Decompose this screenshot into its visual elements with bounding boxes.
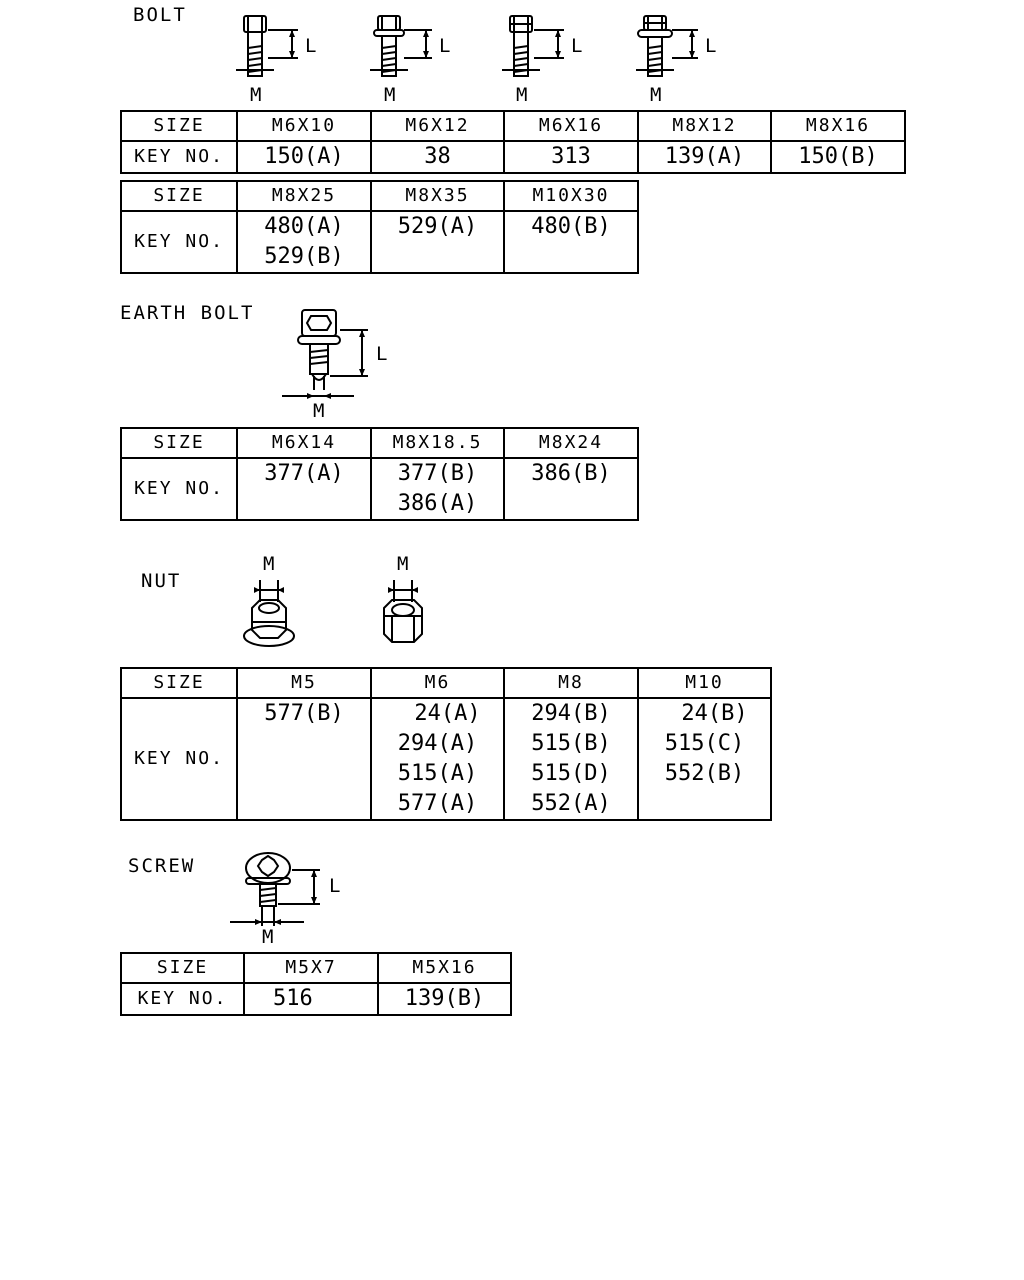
bolt-dim-m-label: M [650,84,664,106]
bolt-section-title: BOLT [133,4,187,26]
size-header: SIZE [120,180,238,212]
key-no-cell: 377(A) [236,457,372,521]
hex-nut-icon [383,580,423,643]
size-header: SIZE [120,110,238,142]
size-cell: M10 [637,667,772,699]
key-no-cell: 313 [503,140,639,174]
size-cell: M8X12 [637,110,772,142]
key-no-cell: 377(B) 386(A) [370,457,505,521]
screw-size-table: SIZE M5X7 M5X16 KEY NO. 516 139(B) [120,952,512,1016]
earth-bolt-size-table: SIZE M6X14 M8X18.5 M8X24 KEY NO. 377(A) … [120,427,639,521]
nut-dim-m-label: M [263,553,277,575]
screw-section-title: SCREW [128,855,196,877]
size-cell: M6X14 [236,427,372,459]
key-no-cell: 139(A) [637,140,772,174]
size-cell: M6X12 [370,110,505,142]
key-no-header: KEY NO. [120,982,245,1016]
hex-bolt-icon [502,15,564,77]
bolt-dim-l-label: L [571,35,585,57]
earth-bolt-dim-l-label: L [376,343,390,365]
key-no-cell: 577(B) [236,697,372,821]
flange-bolt-icon [370,15,432,77]
size-cell: M5 [236,667,372,699]
size-cell: M10X30 [503,180,639,212]
bolt-dim-m-label: M [516,84,530,106]
bolt-dim-m-label: M [250,84,264,106]
size-cell: M8X16 [770,110,906,142]
nut-size-table: SIZE M5 M6 M8 M10 KEY NO. 577(B) 24(A) 2… [120,667,772,821]
size-cell: M8X35 [370,180,505,212]
key-no-header: KEY NO. [120,457,238,521]
bolt-dim-l-label: L [705,35,719,57]
key-no-cell: 24(A) 294(A) 515(A) 577(A) [370,697,505,821]
key-no-cell: 38 [370,140,505,174]
key-no-cell: 139(B) [377,982,512,1016]
key-no-cell: 386(B) [503,457,639,521]
size-cell: M5X7 [243,952,379,984]
key-no-cell: 24(B) 515(C) 552(B) [637,697,772,821]
bolt-dim-m-label: M [384,84,398,106]
key-no-cell: 480(B) [503,210,639,274]
bolt-size-table-2: SIZE M8X25 M8X35 M10X30 KEY NO. 480(A) 5… [120,180,639,274]
key-no-header: KEY NO. [120,697,238,821]
flange-nut-icon [243,580,295,647]
earth-bolt-section-title: EARTH BOLT [120,302,255,324]
screw-dim-l-label: L [329,875,343,897]
key-no-header: KEY NO. [120,140,238,174]
key-no-cell: 480(A) 529(B) [236,210,372,274]
nut-dim-m-label: M [397,553,411,575]
torx-screw-icon [230,852,320,926]
size-cell: M8 [503,667,639,699]
size-header: SIZE [120,952,245,984]
bolt-dim-l-label: L [305,35,319,57]
size-cell: M6X10 [236,110,372,142]
size-cell: M6 [370,667,505,699]
key-no-cell: 294(B) 515(B) 515(D) 552(A) [503,697,639,821]
key-no-cell: 150(B) [770,140,906,174]
key-no-cell: 529(A) [370,210,505,274]
key-no-cell: 516 [243,982,379,1016]
size-cell: M8X25 [236,180,372,212]
size-header: SIZE [120,427,238,459]
screw-dim-m-label: M [262,926,276,948]
flange-bolt-icon [636,15,698,77]
size-cell: M8X18.5 [370,427,505,459]
size-cell: M5X16 [377,952,512,984]
nut-section-title: NUT [141,570,182,592]
key-no-cell: 150(A) [236,140,372,174]
earth-bolt-icon [282,309,368,399]
hex-bolt-icon [236,15,298,77]
key-no-header: KEY NO. [120,210,238,274]
bolt-size-table-1: SIZE M6X10 M6X12 M6X16 M8X12 M8X16 KEY N… [120,110,906,174]
earth-bolt-dim-m-label: M [313,400,327,422]
size-cell: M6X16 [503,110,639,142]
size-header: SIZE [120,667,238,699]
size-cell: M8X24 [503,427,639,459]
bolt-dim-l-label: L [439,35,453,57]
